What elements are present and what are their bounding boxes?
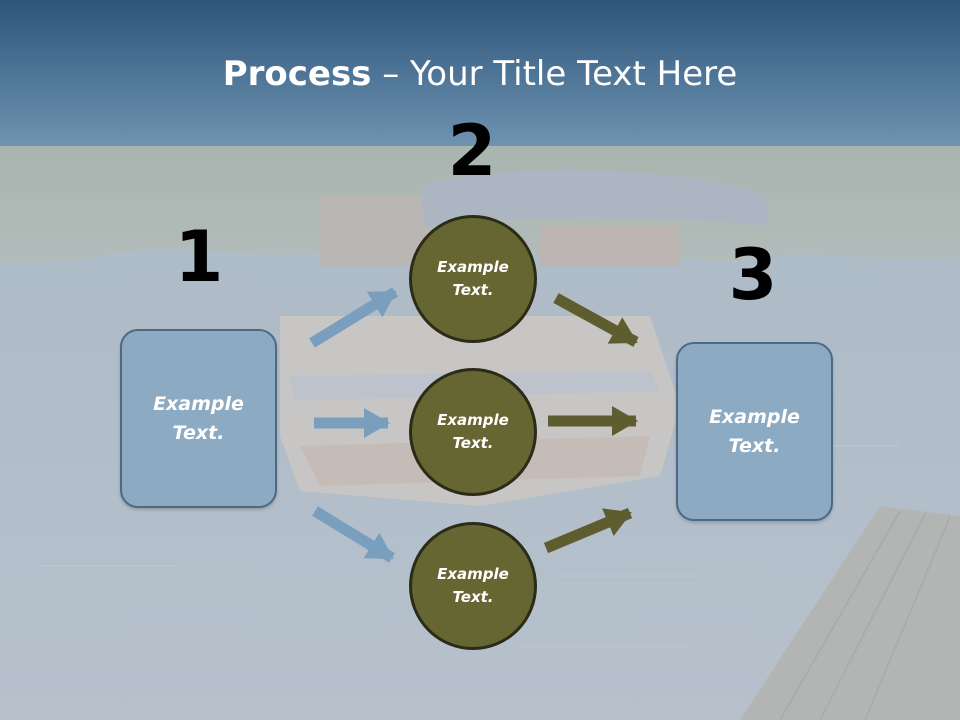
title-band [0,0,960,146]
step-number-1: 1 [174,216,224,298]
step-number-3: 3 [728,234,778,316]
process-circle-middle[interactable]: Example Text. [409,368,537,496]
process-circle-top-text: Example Text. [437,258,509,299]
step-number-2: 2 [447,110,497,192]
process-circle-bottom[interactable]: Example Text. [409,522,537,650]
process-circle-top[interactable]: Example Text. [409,215,537,343]
title-bold-part: Process [222,54,372,94]
process-circle-middle-text: Example Text. [437,411,509,452]
start-box[interactable]: Example Text. [120,329,277,508]
arrow-top-to-right [553,293,639,347]
arrow-left-to-top [309,287,398,348]
end-box[interactable]: Example Text. [676,342,833,521]
title-rest-part: – Your Title Text Here [371,54,738,94]
slide-title: Process – Your Title Text Here [0,52,960,96]
arrow-bottom-to-right [543,507,633,554]
start-box-text: Example Text. [153,392,244,444]
end-box-text: Example Text. [709,405,800,457]
process-circle-bottom-text: Example Text. [437,565,509,606]
arrow-left-to-bottom [312,506,395,563]
